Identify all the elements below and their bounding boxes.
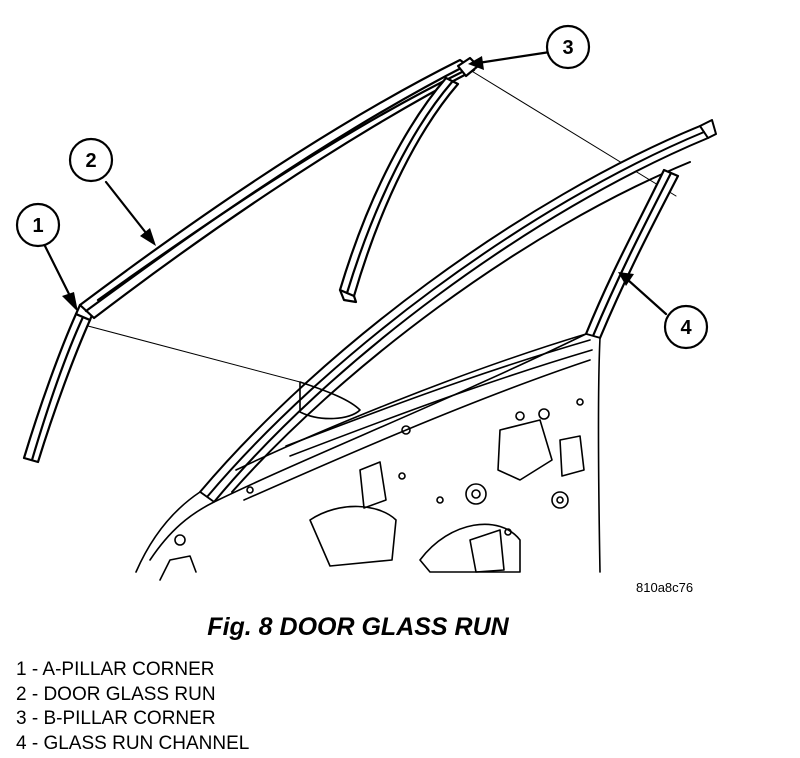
leader-4 — [626, 278, 668, 316]
figure-title: Fig. 8 DOOR GLASS RUN — [207, 613, 509, 641]
a-pillar-corner — [22, 303, 96, 464]
projection-lines — [87, 69, 677, 383]
callout-number-1: 1 — [32, 215, 43, 237]
door-inner-panel — [135, 333, 601, 581]
callout-number-4: 4 — [680, 317, 692, 339]
callout-circle-3 — [545, 24, 591, 70]
callout-number-2: 2 — [85, 150, 96, 172]
figure-code: 810a8c76 — [636, 580, 694, 595]
leader-1 — [42, 242, 74, 302]
parts-legend: 1 - A-PILLAR CORNER 2 - DOOR GLASS RUN 3… — [16, 658, 249, 756]
door-glass-run-illustration: 1 2 3 4 — [15, 24, 717, 581]
leader-2 — [104, 180, 152, 240]
callout-circle-1 — [15, 202, 61, 248]
legend-item: 1 - A-PILLAR CORNER — [16, 659, 215, 680]
door-glass-run — [78, 58, 476, 320]
door-frame-upper — [199, 119, 717, 503]
leader-3 — [476, 50, 552, 65]
callout-numbers: 1 2 3 4 — [32, 37, 692, 339]
callout-circles — [15, 24, 709, 350]
callout-circle-4 — [663, 304, 709, 350]
callout-number-3: 3 — [562, 37, 573, 59]
callout-circle-2 — [68, 137, 114, 183]
leader-lines — [42, 50, 668, 316]
legend-item: 2 - DOOR GLASS RUN — [16, 683, 216, 705]
legend-item: 4 - GLASS RUN CHANNEL — [16, 732, 250, 754]
legend-item: 3 - B-PILLAR CORNER — [16, 708, 216, 730]
arrowheads — [62, 56, 634, 312]
